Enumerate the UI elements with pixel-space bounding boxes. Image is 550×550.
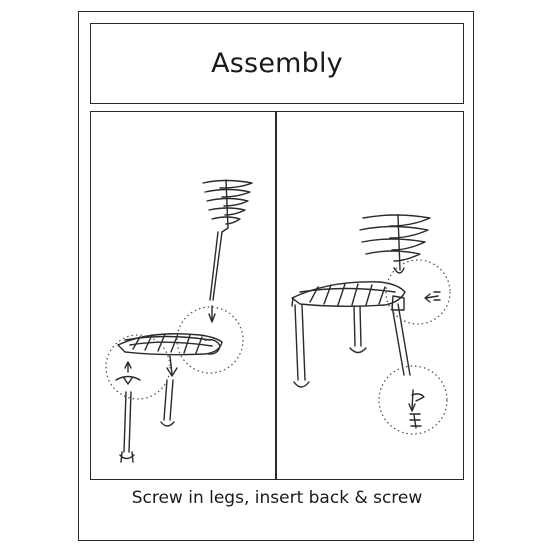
assembled-legs [293, 295, 411, 388]
detail-circle-back [176, 306, 244, 374]
left-step-illustration [105, 179, 253, 463]
detail-circle-leg [105, 334, 171, 400]
back-leg-part [160, 355, 178, 427]
assembled-backrest [359, 214, 431, 274]
title-box: Assembly [90, 23, 464, 104]
backrest-part [202, 179, 253, 323]
instruction-caption: Screw in legs, insert back & screw [131, 488, 423, 508]
detail-circle-back-joint [385, 259, 451, 325]
assembled-seat [291, 281, 406, 307]
right-step-illustration [291, 214, 451, 435]
front-leg-part [115, 361, 141, 463]
seat-part [117, 333, 223, 356]
page-title: Assembly [211, 48, 343, 79]
detail-circle-screw [378, 365, 448, 435]
panel-divider [275, 111, 277, 480]
illustration-panels [90, 111, 464, 480]
screw-detail [408, 291, 441, 429]
